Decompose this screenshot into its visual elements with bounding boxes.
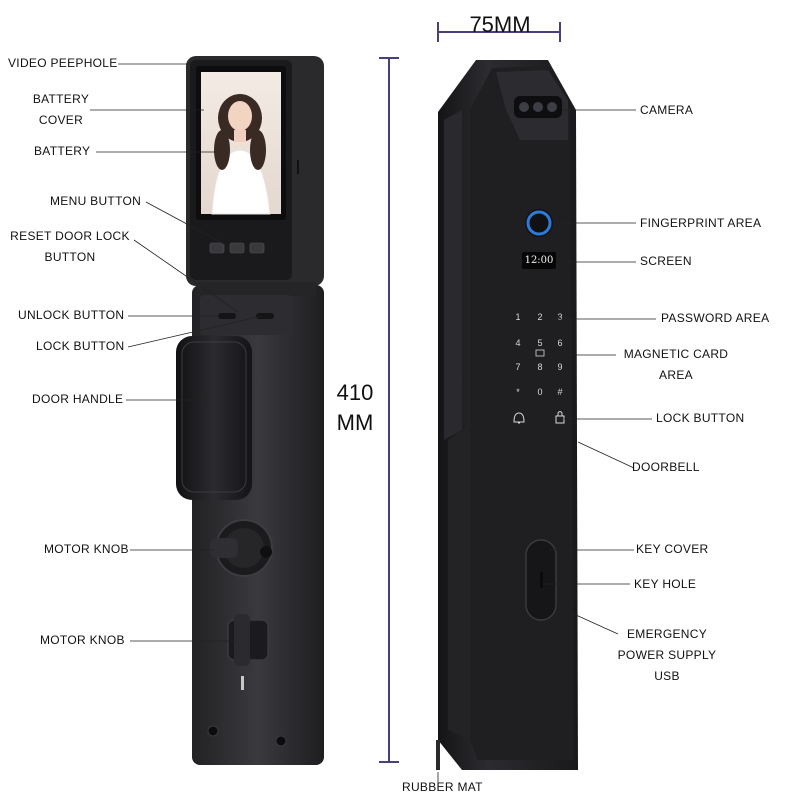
lock-button-shape <box>256 313 274 319</box>
label-battery-cover-line2: COVER <box>38 113 84 127</box>
key-cover-shape <box>525 539 557 621</box>
label-camera: CAMERA <box>640 103 694 117</box>
label-emergency-line1: EMERGENCY <box>626 627 708 641</box>
card-icon <box>535 349 545 357</box>
label-doorbell: DOORBELL <box>632 460 700 474</box>
front-screen <box>196 66 286 220</box>
keypad-key: 4 <box>515 338 520 348</box>
keypad-key: 1 <box>515 312 520 322</box>
keypad-key: 9 <box>557 362 562 372</box>
keypad-key: 0 <box>537 387 542 397</box>
label-magnetic-line1: MAGNETIC CARD <box>623 347 729 361</box>
motor-knob-1-shape <box>210 519 273 577</box>
side-screen-clock: 12:00 <box>524 255 554 266</box>
camera-module-shape <box>496 70 568 140</box>
label-emergency-power-supply-usb: EMERGENCY POWER SUPPLY USB <box>610 624 724 687</box>
front-leader-lines <box>90 63 263 642</box>
height-dimension-line <box>379 57 399 763</box>
label-fingerprint-area: FINGERPRINT AREA <box>640 216 762 230</box>
keypad-key: 5 <box>537 338 542 348</box>
motor-knob-2-shape <box>207 614 287 747</box>
label-battery-cover: BATTERY COVER <box>22 89 100 131</box>
label-battery-cover-line1: BATTERY <box>32 92 90 106</box>
keypad-key: # <box>557 387 562 397</box>
label-password-area: PASSWORD AREA <box>661 311 770 325</box>
label-lock-button-side: LOCK BUTTON <box>656 411 745 425</box>
side-leader-lines <box>437 109 656 790</box>
keypad-key: 7 <box>515 362 520 372</box>
label-emergency-line2: POWER SUPPLY <box>617 648 717 662</box>
keypad-key: 2 <box>537 312 542 322</box>
door-handle-shape <box>176 336 252 500</box>
label-reset-line2: BUTTON <box>44 250 96 264</box>
label-rubber-mat: RUBBER MAT <box>402 780 483 794</box>
label-screen: SCREEN <box>640 254 692 268</box>
width-dimension-line <box>437 22 561 42</box>
label-video-peephole: VIDEO PEEPHOLE <box>8 56 118 70</box>
photo-face <box>228 101 252 131</box>
side-screen-shape <box>522 252 556 269</box>
height-dimension-label: 410 MM <box>320 378 390 438</box>
label-reset-line1: RESET DOOR LOCK <box>10 229 130 243</box>
label-unlock-button: UNLOCK BUTTON <box>18 308 125 322</box>
doorbell-icon <box>513 412 525 424</box>
label-magnetic-line2: AREA <box>659 368 693 382</box>
label-lock-button-front: LOCK BUTTON <box>36 339 125 353</box>
keypad-key: 8 <box>537 362 542 372</box>
keypad-key: * <box>516 387 520 397</box>
label-battery: BATTERY <box>34 144 91 158</box>
label-emergency-line3: USB <box>654 669 680 683</box>
keypad-area: 1 2 3 4 5 6 7 8 9 * 0 # <box>513 312 565 424</box>
label-motor-knob-2: MOTOR KNOB <box>40 633 125 647</box>
label-menu-button: MENU BUTTON <box>50 194 142 208</box>
label-reset-door-lock-button: RESET DOOR LOCK BUTTON <box>6 226 134 268</box>
keypad-key: 6 <box>557 338 562 348</box>
label-key-cover: KEY COVER <box>636 542 709 556</box>
lock-icon <box>555 411 565 424</box>
label-magnetic-card-area: MAGNETIC CARD AREA <box>620 344 732 386</box>
height-dimension-number: 410 <box>336 380 374 405</box>
label-key-hole: KEY HOLE <box>634 577 697 591</box>
side-lock-body <box>436 60 578 770</box>
fingerprint-sensor-shape <box>525 209 553 237</box>
label-door-handle: DOOR HANDLE <box>32 392 124 406</box>
unlock-button-shape <box>218 313 236 319</box>
keypad-key: 3 <box>557 312 562 322</box>
height-dimension-unit: MM <box>336 410 374 435</box>
front-menu-buttons <box>209 160 299 254</box>
width-dimension-label: 75MM <box>469 12 531 37</box>
label-motor-knob-1: MOTOR KNOB <box>44 542 129 556</box>
